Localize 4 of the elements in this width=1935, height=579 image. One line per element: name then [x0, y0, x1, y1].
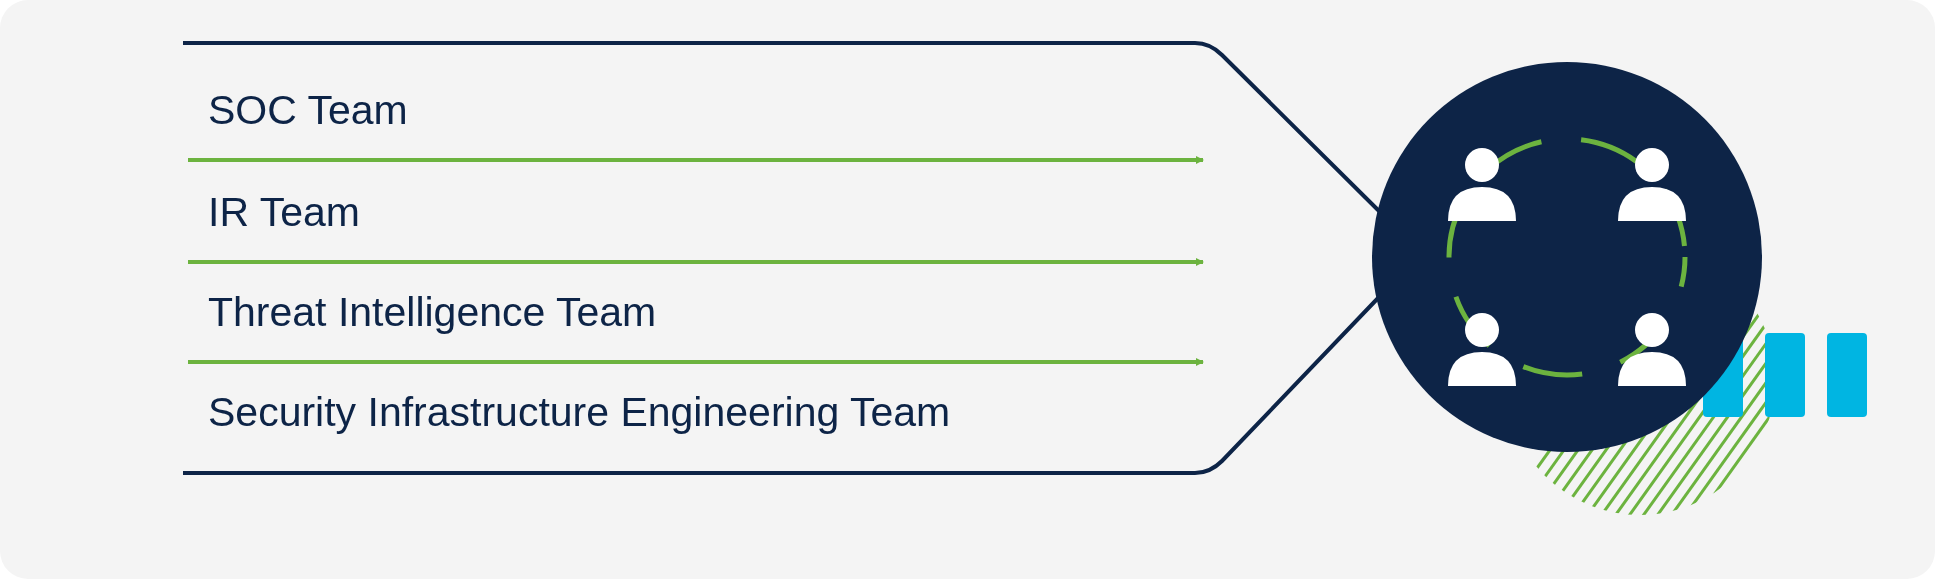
team-label: Security Infrastructure Engineering Team — [208, 389, 951, 435]
team-label: Threat Intelligence Team — [208, 289, 657, 335]
team-label: SOC Team — [208, 87, 408, 133]
team-label: IR Team — [208, 189, 360, 235]
